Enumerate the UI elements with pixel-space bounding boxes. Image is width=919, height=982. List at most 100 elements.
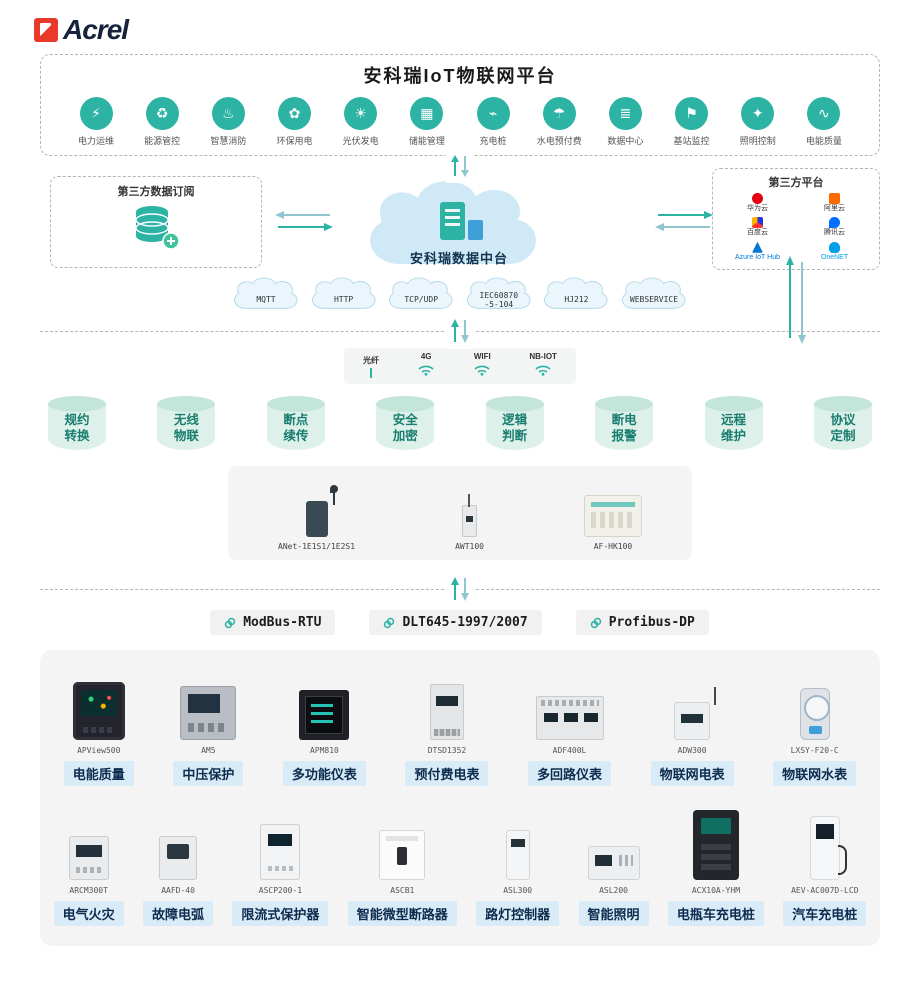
- energy-mgmt-icon: ♻: [145, 97, 179, 130]
- tencent-cloud-icon: [829, 217, 840, 229]
- baidu-cloud-icon: [752, 217, 763, 229]
- iot-platform-box: 安科瑞IoT物联网平台 ⚡电力运维 ♻能源管控 ♨智慧消防 ✿环保用电 ☀光伏发…: [40, 54, 880, 156]
- water-meter-image: [799, 688, 830, 740]
- gateway-model: AWT100: [455, 542, 484, 551]
- product-model: ASCB1: [390, 886, 415, 895]
- protocol-tag-dlt645: DLT645-1997/2007: [369, 610, 542, 635]
- product-model: ACX10A-YHM: [691, 886, 741, 895]
- alibaba-cloud-icon: [829, 193, 840, 204]
- capability-protocol-conversion: 规约 转换: [48, 396, 106, 456]
- platform-name: 华为云: [747, 205, 768, 212]
- capability-label: 断点 续传: [283, 413, 309, 444]
- capability-label: 远程 维护: [721, 413, 747, 444]
- asl200-image: [587, 846, 640, 880]
- app-label: 充电桩: [479, 136, 507, 146]
- platform-onenet: OneNET: [798, 241, 871, 262]
- product-label: 路灯控制器: [476, 901, 560, 926]
- protocol-tag-modbus: ModBus-RTU: [210, 610, 336, 635]
- app-prepaid-utility: ☂ 水电预付费: [528, 97, 590, 147]
- platform-name: 腾讯云: [824, 229, 845, 237]
- product-model: DTSD1352: [427, 746, 467, 755]
- gateway-afhk100: AF-HK100: [583, 491, 642, 551]
- protocol-tag-label: DLT645-1997/2007: [402, 615, 528, 630]
- platform-name: 百度云: [747, 229, 768, 237]
- capability-label: 协议 定制: [830, 413, 856, 444]
- ascb1-image: [379, 830, 426, 880]
- product-label: 多功能仪表: [282, 761, 366, 786]
- product-model: APView500: [77, 746, 121, 755]
- arcm300t-image: [68, 836, 109, 880]
- data-center-icon: ≣: [608, 97, 642, 130]
- protocol-tag-label: Profibus-DP: [608, 615, 695, 630]
- power-ops-icon: ⚡: [79, 97, 113, 130]
- huawei-cloud-icon: [752, 193, 763, 204]
- cloud-icon: [370, 181, 536, 264]
- net-fiber: 光纤: [363, 355, 379, 378]
- platform-azure-iot-hub: Azure IoT Hub: [721, 241, 794, 262]
- product-label: 物联网电表: [650, 761, 734, 786]
- data-hub-label: 安科瑞数据中台: [409, 251, 508, 266]
- fire-safety-icon: ♨: [211, 97, 245, 130]
- gateway-model: ANet-1E1S1/1E2S1: [278, 542, 356, 551]
- third-party-platform-list: 华为云 阿里云 百度云 腾讯云 Azure IoT Hub OneNET: [713, 190, 879, 262]
- product-model: AEV-AC007D-LCD: [791, 886, 859, 895]
- acrel-logo-text: Acrel: [63, 14, 129, 45]
- product-model: AAFD-40: [161, 886, 195, 895]
- link-icon: [224, 617, 236, 628]
- wifi-icon: [474, 365, 490, 376]
- dtsd1352-image: [429, 684, 464, 740]
- product-model: AM5: [201, 746, 216, 755]
- apm810-image: [299, 690, 350, 740]
- app-label: 水电预付费: [536, 136, 582, 146]
- app-lighting-control: ✦照明控制: [727, 97, 789, 147]
- protocol-tag-label: ModBus-RTU: [243, 615, 322, 630]
- capability-resume-transfer: 断点 续传: [266, 396, 325, 456]
- product-model: ASL300: [503, 886, 533, 895]
- leftright-arrow-icon: [272, 208, 336, 239]
- protocol-cloud-mqtt: MQTT: [228, 277, 304, 317]
- fiber-icon: [370, 367, 373, 378]
- net-4g: 4G: [417, 352, 435, 381]
- link-icon: [590, 617, 601, 628]
- ev-charging-icon: ⌁: [476, 97, 510, 130]
- power-quality-icon: ∿: [807, 97, 841, 130]
- wifi-icon: [535, 365, 551, 376]
- net-label: 光纤: [363, 355, 380, 365]
- onenet-icon: [829, 241, 840, 253]
- app-label: 基站监控: [673, 136, 710, 146]
- prepaid-utility-icon: ☂: [542, 97, 576, 130]
- afhk100-gateway-image: [583, 495, 642, 537]
- platform-huawei-cloud: 华为云: [721, 193, 794, 213]
- product-label: 电瓶车充电桩: [667, 901, 764, 926]
- database-subscribe-icon: [51, 203, 261, 258]
- updown-long-arrow-icon: [782, 254, 810, 351]
- acrel-logo: Acrel: [34, 14, 129, 46]
- app-energy-storage: ▦储能管理: [396, 97, 458, 147]
- product-model: LXSY-F20-C: [790, 746, 839, 755]
- platform-title: 安科瑞IoT物联网平台: [363, 66, 557, 86]
- capability-label: 规约 转换: [64, 413, 90, 444]
- app-data-center: ≣数据中心: [594, 97, 656, 147]
- product-acx10a: ACX10A-YHM 电瓶车充电桩: [667, 810, 764, 926]
- gateway-box: ANet-1E1S1/1E2S1 AWT100 AF-HK100: [228, 466, 692, 560]
- app-fire-safety: ♨智慧消防: [197, 97, 259, 147]
- network-type-bar: 光纤 4G WIFI NB-IOT: [344, 348, 576, 384]
- product-model: ADW300: [677, 746, 707, 755]
- platform-name: OneNET: [820, 253, 849, 261]
- link-icon: [384, 617, 395, 628]
- adw300-image: [674, 687, 717, 740]
- subscription-box-title: 第三方数据订阅: [117, 186, 195, 198]
- protocol-label: WEBSERVICE: [629, 295, 679, 305]
- updown-arrow-icon: [446, 154, 474, 183]
- net-label: NB-IOT: [529, 351, 557, 361]
- app-label: 电能质量: [805, 136, 842, 146]
- protocol-cloud-hj212: HJ212: [538, 277, 614, 317]
- awt100-gateway-image: [462, 494, 478, 537]
- product-model: ASL200: [599, 886, 628, 895]
- protocol-cloud-http: HTTP: [306, 277, 382, 317]
